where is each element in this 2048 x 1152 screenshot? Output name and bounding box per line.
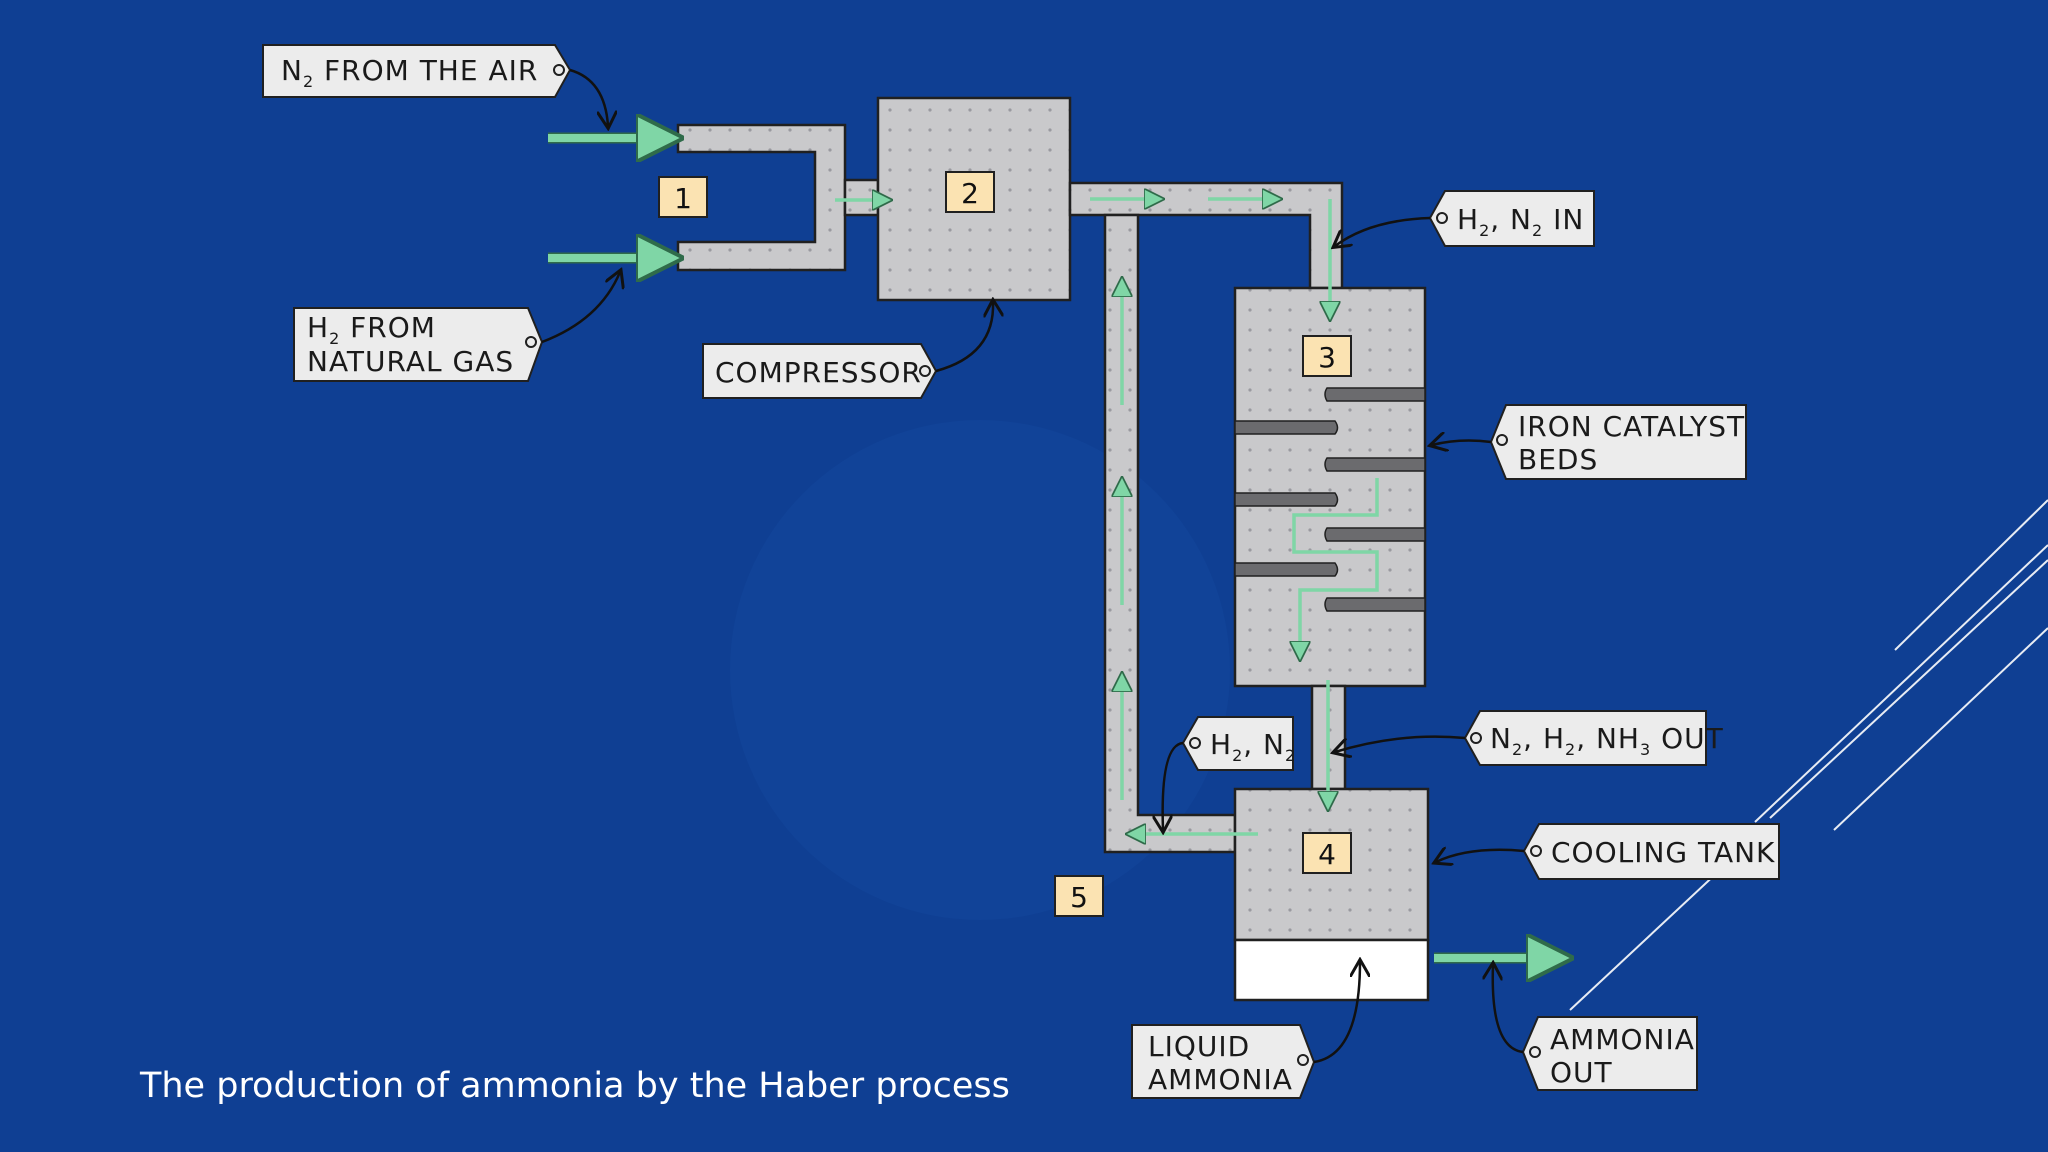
svg-text:OUT: OUT <box>1550 1056 1613 1089</box>
tag-liquid-ammonia: LIQUID AMMONIA <box>1131 1024 1316 1099</box>
catalyst-beds <box>1234 387 1426 612</box>
svg-text:COMPRESSOR: COMPRESSOR <box>715 356 922 389</box>
svg-text:NATURAL GAS: NATURAL GAS <box>307 345 514 378</box>
box-4: 4 <box>1302 832 1352 874</box>
box-1: 1 <box>658 176 708 218</box>
svg-text:H2, N2: H2, N2 <box>1210 728 1296 765</box>
svg-text:COOLING TANK: COOLING TANK <box>1551 836 1775 869</box>
svg-text:4: 4 <box>1318 838 1336 871</box>
tag-out: N2, H2, NH3 OUT <box>1463 710 1724 766</box>
svg-text:AMMONIA: AMMONIA <box>1148 1063 1293 1096</box>
svg-text:IRON CATALYST: IRON CATALYST <box>1518 410 1745 443</box>
tag-h2-n2-in: H2, N2 IN <box>1428 190 1595 247</box>
tag-n2-from-air: N2 FROM THE AIR <box>262 44 572 98</box>
svg-text:1: 1 <box>674 182 692 215</box>
liquid-ammonia-layer <box>1233 938 1430 1002</box>
tag-ammonia-out: AMMONIA OUT <box>1521 1016 1698 1091</box>
tag-h2-n2-return: H2, N2 <box>1181 716 1296 771</box>
tag-compressor: COMPRESSOR <box>702 343 938 399</box>
svg-text:5: 5 <box>1070 881 1088 914</box>
svg-text:BEDS: BEDS <box>1518 443 1598 476</box>
reactor-vessel <box>1233 286 1427 688</box>
decorative-lines <box>1569 499 2048 1011</box>
tag-iron-catalyst: IRON CATALYST BEDS <box>1489 404 1747 480</box>
label-tags: N2 FROM THE AIR H2 FROM NATURAL GAS COMP… <box>262 44 1780 1099</box>
svg-text:3: 3 <box>1318 341 1336 374</box>
svg-text:LIQUID: LIQUID <box>1148 1030 1250 1063</box>
figure-caption: The production of ammonia by the Haber p… <box>140 1066 1010 1106</box>
leader-arrows <box>541 68 1525 1064</box>
tag-cooling-tank: COOLING TANK <box>1522 823 1780 880</box>
svg-text:N2, H2, NH3 OUT: N2, H2, NH3 OUT <box>1490 722 1724 759</box>
box-5: 5 <box>1054 875 1104 917</box>
number-boxes: 1 2 3 4 5 <box>658 171 1352 917</box>
flow-arrows <box>548 138 1560 958</box>
tag-h2-natural-gas: H2 FROM NATURAL GAS <box>293 307 544 382</box>
svg-text:N2 FROM THE AIR: N2 FROM THE AIR <box>281 54 538 91</box>
svg-text:H2 FROM: H2 FROM <box>307 311 436 348</box>
svg-text:2: 2 <box>961 177 979 210</box>
svg-text:AMMONIA: AMMONIA <box>1550 1023 1695 1056</box>
pipe-mixer-compressor <box>843 178 880 217</box>
box-3: 3 <box>1302 335 1352 377</box>
box-2: 2 <box>945 171 995 213</box>
svg-text:H2, N2 IN: H2, N2 IN <box>1457 203 1584 240</box>
